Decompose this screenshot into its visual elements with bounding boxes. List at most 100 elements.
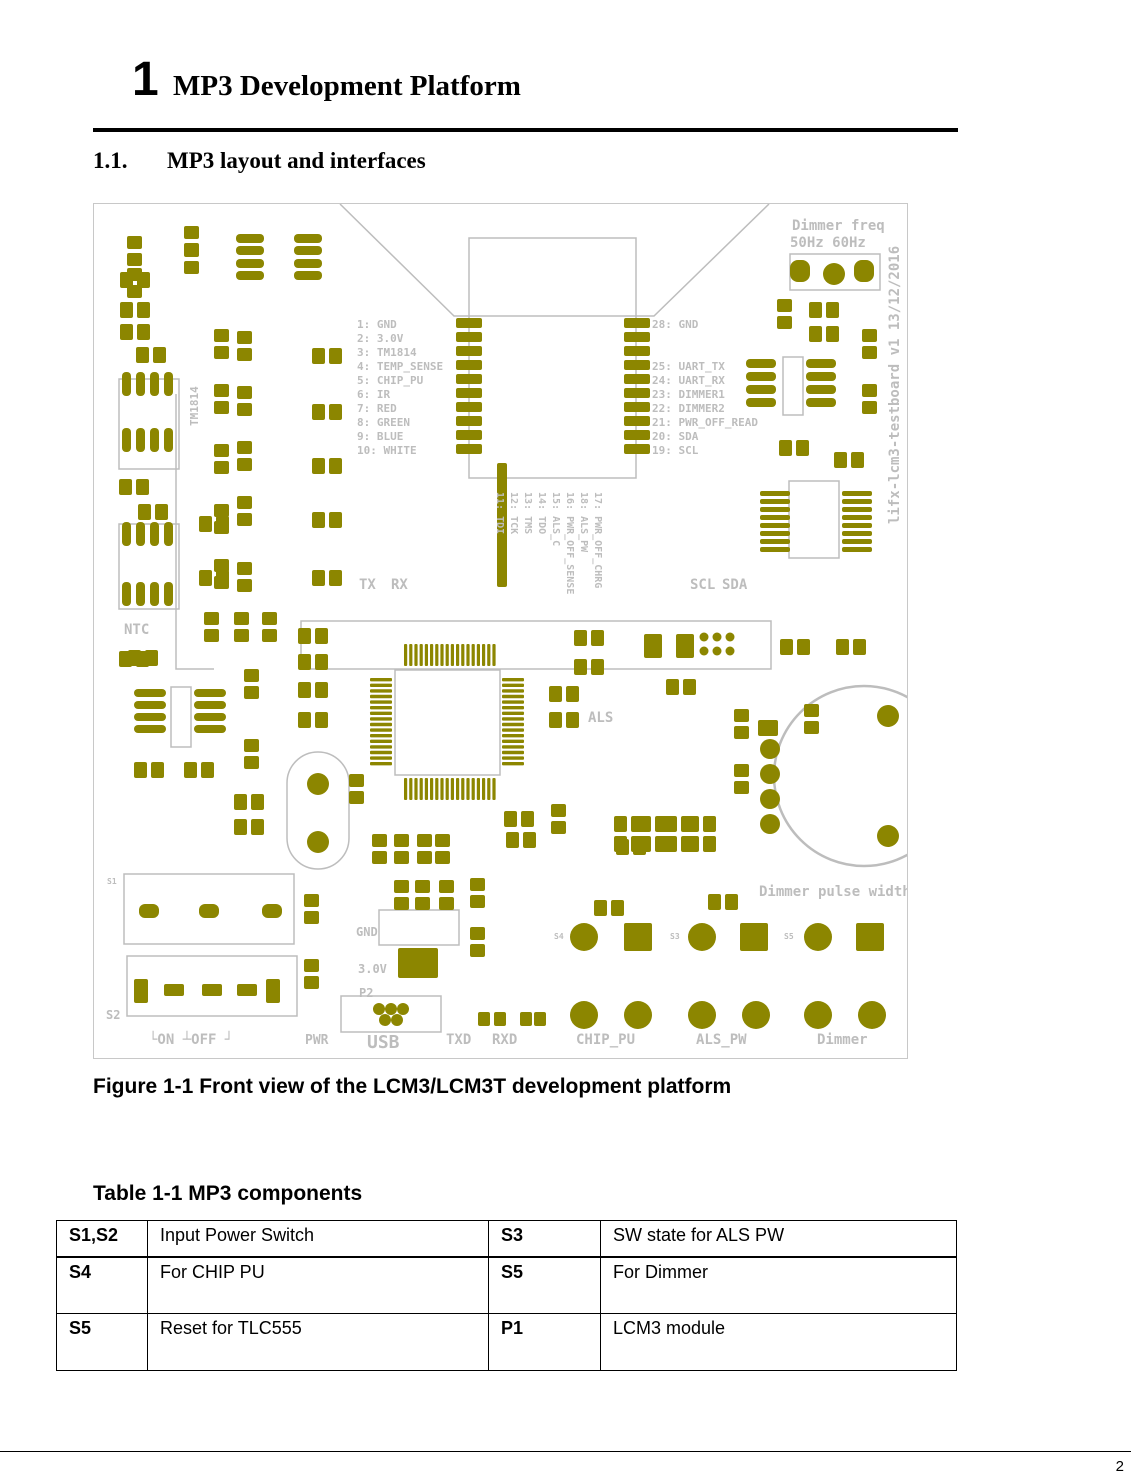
- pad: [136, 428, 145, 452]
- pad: [456, 416, 482, 426]
- pad: [236, 246, 264, 255]
- pad: [502, 711, 524, 715]
- pad: [312, 570, 325, 586]
- pad: [234, 612, 249, 625]
- pad: [624, 346, 650, 356]
- component-description: SW state for ALS PW: [600, 1220, 957, 1258]
- pad: [244, 739, 259, 752]
- p1-pin-label: 12: TCK: [508, 492, 519, 534]
- pad: [492, 644, 496, 666]
- pad: [199, 570, 212, 586]
- pad: [137, 324, 150, 340]
- pad: [349, 791, 364, 804]
- pad: [409, 778, 413, 800]
- pad: [237, 579, 252, 592]
- pad: [862, 329, 877, 342]
- pad: [471, 644, 475, 666]
- pad: [804, 721, 819, 734]
- pad: [466, 644, 470, 666]
- pad: [370, 689, 392, 693]
- chip-pu-label: CHIP_PU: [576, 1032, 635, 1048]
- pad: [624, 444, 650, 454]
- through-hole-pad: [397, 1003, 409, 1015]
- pad: [504, 811, 517, 827]
- pad: [244, 756, 259, 769]
- pad: [574, 630, 587, 646]
- pad: [315, 682, 328, 698]
- dimmer-pulse-width-label: Dimmer pulse width: [759, 884, 907, 900]
- pad: [734, 764, 749, 777]
- pad: [842, 491, 872, 496]
- pad: [127, 268, 142, 281]
- pad: [298, 682, 311, 698]
- pad: [404, 644, 408, 666]
- pad: [614, 816, 627, 832]
- pad: [150, 522, 159, 546]
- pad: [853, 639, 866, 655]
- pad: [494, 1012, 506, 1026]
- through-hole-pad: [307, 773, 329, 795]
- pad: [214, 504, 229, 517]
- through-hole-pad: [688, 923, 716, 951]
- pad: [394, 897, 409, 910]
- pad: [551, 804, 566, 817]
- pad: [262, 904, 282, 918]
- s1-silk-label: S1: [107, 877, 117, 886]
- pad: [611, 900, 624, 916]
- through-hole-pad: [307, 831, 329, 853]
- chapter-title: MP3 Development Platform: [173, 70, 521, 102]
- pad: [214, 346, 229, 359]
- pad: [644, 634, 662, 658]
- pad: [502, 734, 524, 738]
- pad: [708, 894, 721, 910]
- pad: [456, 360, 482, 370]
- pad: [304, 976, 319, 989]
- s4-silk-label: S4: [554, 932, 564, 941]
- through-hole-pad: [804, 923, 832, 951]
- table-title: Table 1-1 MP3 components: [93, 1182, 363, 1205]
- pad: [466, 778, 470, 800]
- pad: [806, 359, 836, 368]
- pad: [683, 679, 696, 695]
- pad: [760, 491, 790, 496]
- pad: [164, 582, 173, 606]
- pad: [127, 253, 142, 266]
- dimmer-freq-label: Dimmer freq: [792, 218, 885, 234]
- pad: [236, 271, 264, 280]
- pad: [430, 778, 434, 800]
- txd-label: TXD: [446, 1032, 471, 1048]
- pad: [122, 372, 131, 396]
- pad: [370, 711, 392, 715]
- pad: [134, 725, 166, 733]
- pad: [502, 683, 524, 687]
- pad: [777, 299, 792, 312]
- pad: [502, 678, 524, 682]
- p1-pin-label: 13: TMS: [522, 492, 533, 534]
- pad: [194, 725, 226, 733]
- through-hole-pad: [877, 825, 899, 847]
- component-description: For CHIP PU: [147, 1256, 489, 1314]
- pad: [214, 576, 229, 589]
- p1-pin-label: 28: GND: [652, 318, 699, 331]
- through-hole-pad: [570, 923, 598, 951]
- pad: [470, 944, 485, 957]
- pad: [237, 386, 252, 399]
- pad: [370, 717, 392, 721]
- pad: [476, 644, 480, 666]
- figure-caption: Figure 1-1 Front view of the LCM3/LCM3T …: [93, 1075, 732, 1098]
- pad: [624, 332, 650, 342]
- pad: [414, 778, 418, 800]
- component-description: LCM3 module: [600, 1313, 957, 1371]
- pad: [502, 706, 524, 710]
- pad: [470, 878, 485, 891]
- rx-label: RX: [391, 577, 408, 593]
- pad: [315, 712, 328, 728]
- pad: [370, 745, 392, 749]
- pad: [435, 851, 450, 864]
- pad: [760, 547, 790, 552]
- pad: [624, 416, 650, 426]
- p1-pin-label: 15: ALS_C: [550, 492, 561, 546]
- pad: [136, 479, 149, 495]
- pad: [194, 689, 226, 697]
- pad: [237, 496, 252, 509]
